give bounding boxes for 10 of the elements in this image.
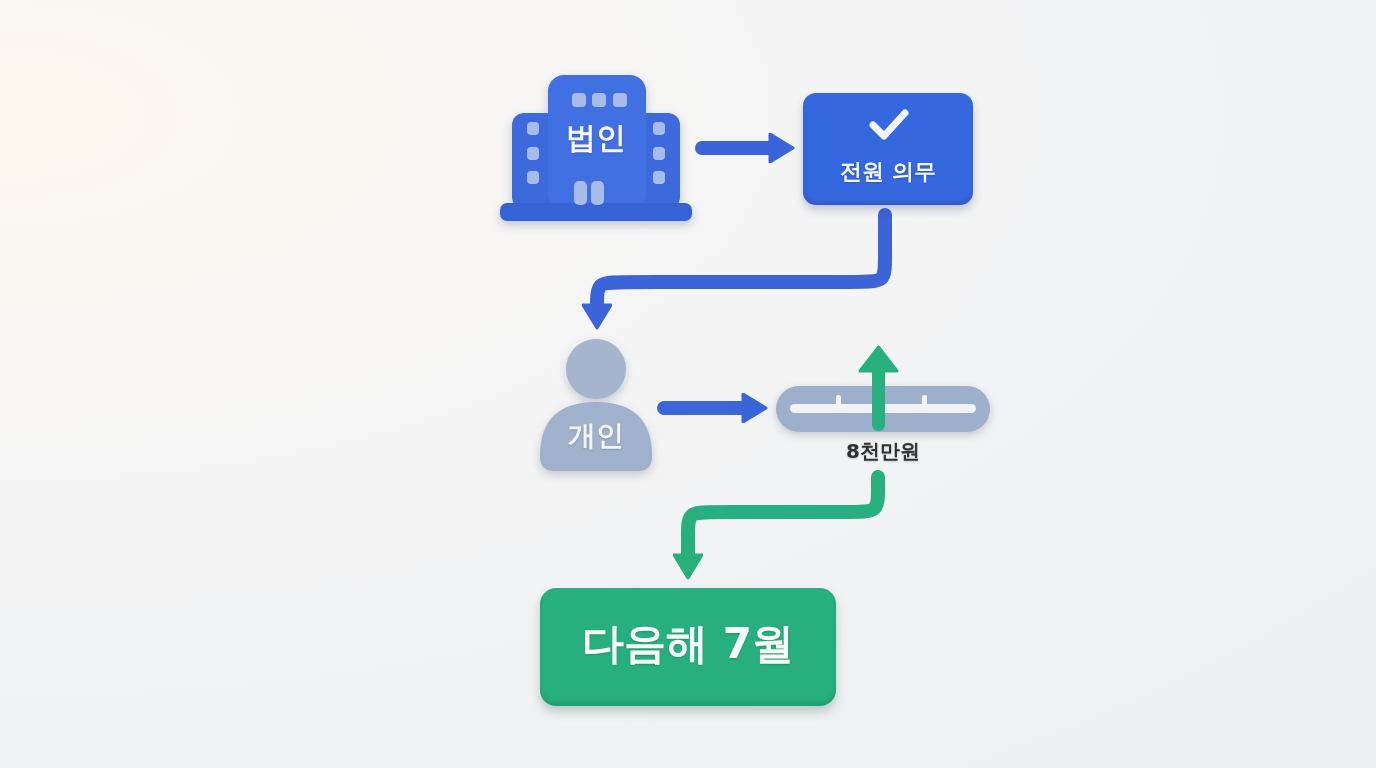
building-label: 법인: [566, 121, 626, 156]
flow-arrow: [581, 208, 892, 330]
flow-arrow: [695, 132, 795, 164]
person-label: 개인: [568, 420, 624, 453]
box-label: 전원 의무: [840, 159, 936, 185]
threshold-label: 8천만원: [846, 440, 920, 463]
flow-arrow: [657, 392, 768, 424]
result-label: 다음해 7월: [582, 620, 794, 669]
result-box: [540, 588, 836, 706]
process-box: [803, 93, 973, 205]
